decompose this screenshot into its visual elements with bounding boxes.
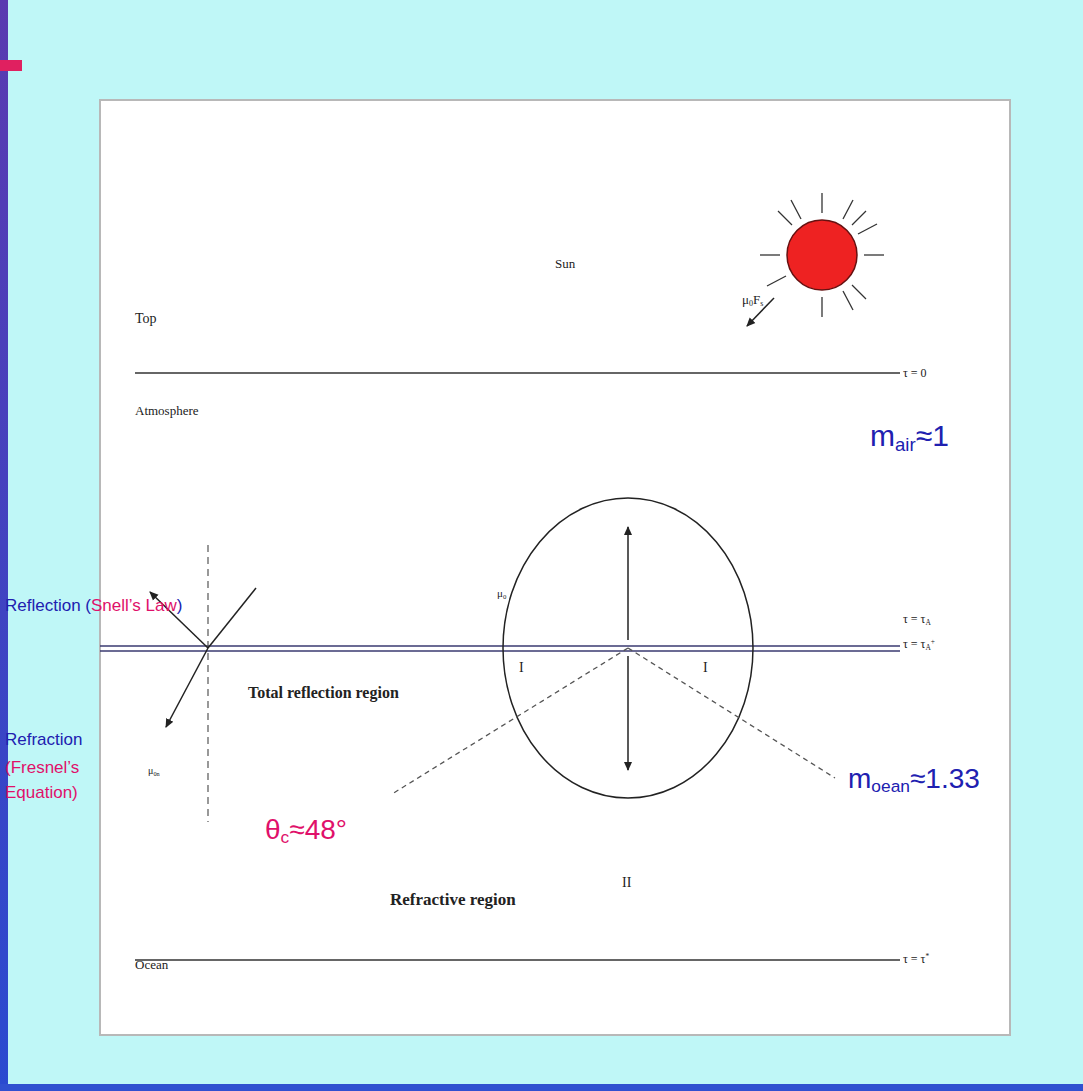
layer-label: Atmosphere: [135, 403, 199, 419]
angle-label-text: 0n: [153, 770, 159, 777]
region-label: Refractive region: [390, 890, 516, 910]
top-boundary: [135, 372, 900, 374]
angle-label: μ0: [497, 587, 506, 601]
process-label-text: Refraction: [5, 730, 82, 749]
up-arrow: [627, 527, 629, 640]
normal-line: [207, 545, 208, 822]
flux-label: μ0Fs: [742, 292, 763, 309]
process-label-text: Reflection (: [5, 596, 91, 615]
depth-label-text: τ = 0: [903, 366, 927, 380]
critical-angle-line: [628, 648, 835, 778]
layer-label-text: Top: [135, 311, 157, 326]
flux-label-text: s: [760, 299, 763, 308]
layer-label: Top: [135, 311, 157, 328]
depth-label-text: A: [925, 618, 930, 627]
depth-label-text: τ = τ: [903, 952, 925, 966]
region-number: I: [519, 660, 524, 677]
process-label: (Fresnel’s Equation): [5, 756, 105, 805]
critical-angle-line: [392, 648, 628, 794]
process-label: Refraction: [5, 730, 82, 750]
critical-angle-label-text: ≈48°: [289, 814, 347, 845]
interface-line: [100, 645, 900, 647]
bottom-boundary: [135, 959, 900, 961]
figure-panel: [100, 100, 1010, 1035]
region-label-text: Total reflection region: [248, 684, 399, 701]
sun-label-text: Sun: [555, 256, 575, 271]
critical-angle-label: θc≈48°: [265, 813, 347, 848]
index-label: mair≈1: [870, 418, 949, 456]
sun: [747, 193, 884, 326]
process-label-text: Snell’s Law: [91, 596, 177, 615]
layer-label-text: Atmosphere: [135, 403, 199, 418]
refracted-ray: [166, 648, 208, 727]
slide-mark: [0, 60, 22, 71]
index-label-text: ≈1: [916, 419, 949, 452]
depth-label-text: +: [931, 637, 935, 646]
critical-angle-label-text: θ: [265, 814, 281, 845]
depth-label: τ = τA+: [903, 637, 935, 653]
incident-ray: [208, 588, 256, 648]
process-label-text: (Fresnel’s Equation): [5, 758, 79, 802]
angle-label: μ0n: [148, 765, 160, 777]
index-label-text: m: [848, 763, 871, 794]
depth-label-text: A: [925, 643, 930, 652]
index-label-text: m: [870, 419, 895, 452]
index-label-text: air: [895, 434, 916, 455]
index-label-text: ≈1.33: [910, 763, 980, 794]
layer-label-text: Ocean: [135, 957, 168, 972]
depth-label: τ = 0: [903, 366, 927, 380]
region-number: II: [622, 875, 631, 892]
sun-label: Sun: [555, 256, 575, 272]
layer-label: Ocean: [135, 957, 168, 973]
depth-label-text: *: [925, 952, 929, 961]
process-label-text: ): [177, 596, 183, 615]
depth-label-text: τ = τ: [903, 612, 925, 626]
angle-label-text: μ: [497, 587, 503, 599]
flux-label-text: 0: [749, 299, 753, 308]
region-label-text: Refractive region: [390, 890, 516, 909]
slide-edge: [0, 1084, 1083, 1091]
interface-line: [100, 650, 900, 652]
down-arrow: [627, 656, 629, 770]
region-number-text: I: [519, 660, 524, 675]
critical-angle-label-text: c: [281, 827, 290, 847]
angle-label-text: μ: [148, 765, 153, 776]
index-label: moean≈1.33: [848, 762, 980, 797]
index-label-text: oean: [871, 776, 910, 796]
depth-label-text: τ = τ: [903, 637, 925, 651]
depth-label: τ = τA: [903, 612, 931, 628]
region-label: Total reflection region: [248, 683, 399, 702]
region-number-text: II: [622, 875, 631, 890]
flux-label-text: μ: [742, 292, 749, 307]
depth-label: τ = τ*: [903, 952, 929, 966]
angle-label-text: 0: [503, 593, 506, 600]
region-number: I: [703, 660, 708, 677]
flux-label-text: F: [753, 292, 760, 307]
process-label: Reflection (Snell’s Law): [5, 596, 182, 616]
slide-edge: [0, 0, 8, 1091]
region-number-text: I: [703, 660, 708, 675]
